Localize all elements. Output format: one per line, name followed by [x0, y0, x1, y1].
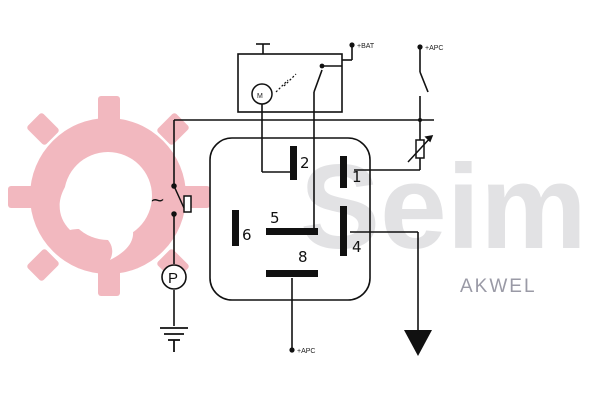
pin-label-1: 1: [352, 168, 362, 186]
pin-8-blade: [266, 270, 318, 277]
apc-top-label: +APC: [425, 45, 443, 52]
ground-icon-right: [404, 330, 432, 356]
bat-terminal-dot: [349, 42, 355, 48]
apc-bottom-label: +APC: [297, 348, 315, 355]
pin-4-blade: [340, 206, 347, 256]
pressure-gauge-icon: P: [161, 264, 187, 290]
pin-1-blade: [340, 156, 347, 188]
pin-6-blade: [232, 210, 239, 246]
switch-contact-dot: [319, 63, 325, 69]
pin-label-6: 6: [242, 226, 252, 244]
pin-5-blade: [266, 228, 318, 235]
pressure-switch-icon: [171, 183, 192, 217]
ground-icon-left: [160, 327, 188, 352]
bus-junction-dot: [418, 118, 422, 122]
logo-text-seim: Seim: [300, 140, 587, 274]
bat-label: +BAT: [357, 43, 375, 50]
pin-label-5: 5: [270, 209, 280, 227]
terminal-dots: [289, 42, 423, 353]
tilde-symbol: ~: [150, 190, 165, 211]
relay-pins: [232, 146, 347, 277]
variable-resistor-icon: [407, 135, 434, 163]
pin-label-4: 4: [352, 238, 362, 256]
brand-name-akwel: AKWEL: [460, 276, 537, 297]
pressure-gauge-label: P: [168, 270, 178, 287]
apc-bottom-terminal-dot: [289, 347, 295, 353]
swoosh-s-icon: [59, 158, 134, 260]
apc-top-terminal-dot: [417, 44, 423, 50]
pin-2-blade: [290, 146, 297, 180]
pin-label-2: 2: [300, 154, 310, 172]
seim-logo-watermark: Seim AKWEL: [8, 96, 587, 297]
svg-text:M: M: [257, 93, 263, 100]
motor-icon: M: [251, 73, 297, 105]
pin-label-8: 8: [298, 248, 308, 266]
